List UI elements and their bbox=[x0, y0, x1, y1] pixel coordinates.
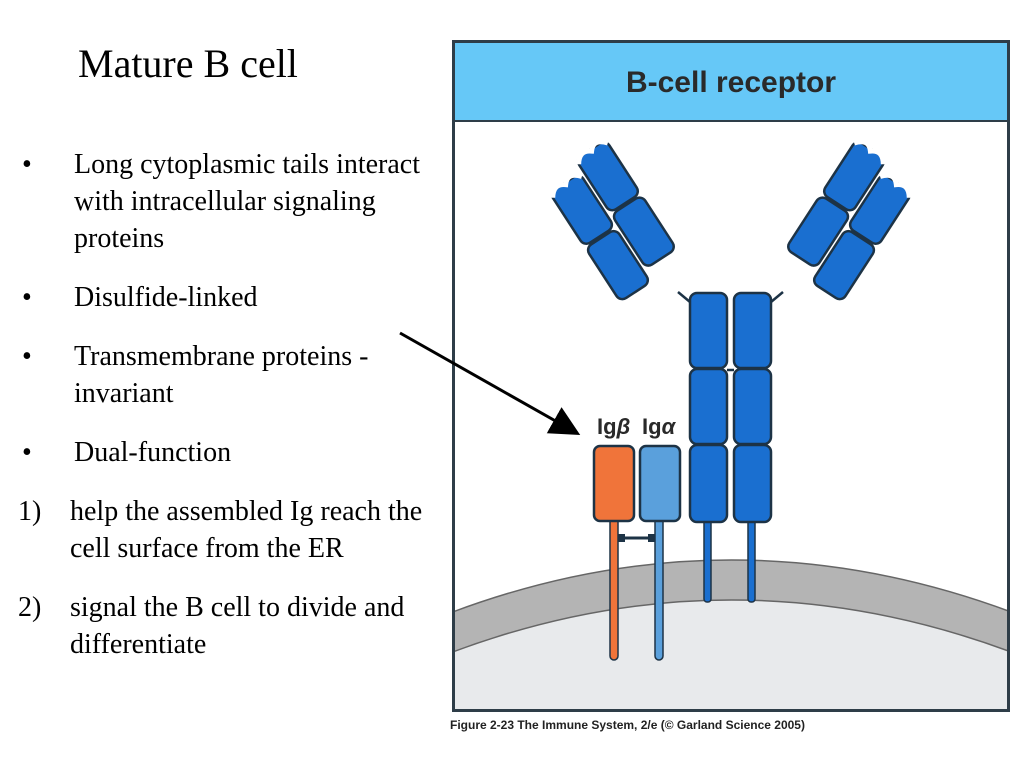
heavy-chain-left bbox=[688, 291, 729, 524]
heavy-chain-right bbox=[732, 291, 773, 524]
figure-caption: Figure 2-23 The Immune System, 2/e (© Ga… bbox=[450, 718, 805, 732]
bullet-marker: • bbox=[22, 149, 32, 180]
bullet-marker: • bbox=[22, 437, 32, 468]
ig-beta-label-greek: β bbox=[616, 414, 631, 439]
ig-alpha-tail bbox=[654, 517, 664, 661]
numbered-text: help the assembled Ig reach the cell sur… bbox=[70, 496, 423, 564]
bullet-item: • Transmembrane proteins - invariant bbox=[18, 338, 448, 412]
bullet-item: • Disulfide-linked bbox=[18, 279, 448, 316]
fab-arm-left bbox=[550, 139, 675, 301]
bullet-list: • Long cytoplasmic tails interact with i… bbox=[18, 146, 448, 685]
ig-alpha-label: Igα bbox=[642, 414, 677, 439]
heavy-chain-tail-right bbox=[747, 519, 756, 603]
ig-alpha-domain bbox=[638, 444, 682, 523]
bullet-text: Dual-function bbox=[74, 437, 232, 468]
heavy-chain-tail-left bbox=[703, 519, 712, 603]
cell-membrane bbox=[452, 559, 1010, 654]
number-marker: 2) bbox=[18, 592, 42, 623]
bullet-item: • Long cytoplasmic tails interact with i… bbox=[18, 146, 448, 257]
bcr-diagram: B-cell receptor Igβ Igα bbox=[452, 40, 1010, 712]
hinge-right bbox=[770, 291, 784, 303]
hinge-left bbox=[677, 291, 691, 303]
fab-arm-right bbox=[787, 139, 912, 301]
slide-title: Mature B cell bbox=[78, 41, 298, 86]
numbered-item: 1) help the assembled Ig reach the cell … bbox=[18, 493, 448, 567]
figure-header bbox=[452, 40, 1010, 121]
bullet-text: Long cytoplasmic tails interact with int… bbox=[74, 149, 421, 254]
bullet-marker: • bbox=[22, 341, 32, 372]
ig-alpha-label-greek: α bbox=[662, 414, 677, 439]
ig-beta-label: Igβ bbox=[597, 414, 630, 439]
bullet-marker: • bbox=[22, 282, 32, 313]
ig-beta-label-prefix: Ig bbox=[597, 414, 617, 439]
number-marker: 1) bbox=[18, 496, 42, 527]
bcr-figure: B-cell receptor Igβ Igα bbox=[452, 40, 1010, 712]
numbered-text: signal the B cell to divide and differen… bbox=[70, 592, 405, 660]
bullet-item: • Dual-function bbox=[18, 434, 448, 471]
bullet-text: Transmembrane proteins - invariant bbox=[74, 341, 369, 409]
ig-alpha-label-prefix: Ig bbox=[642, 414, 662, 439]
disulfide-link-igab bbox=[618, 534, 655, 542]
figure-header-title: B-cell receptor bbox=[626, 66, 836, 99]
ig-beta-domain bbox=[592, 444, 636, 523]
numbered-item: 2) signal the B cell to divide and diffe… bbox=[18, 589, 448, 663]
ig-beta-tail bbox=[609, 517, 619, 661]
bullet-text: Disulfide-linked bbox=[74, 282, 258, 313]
